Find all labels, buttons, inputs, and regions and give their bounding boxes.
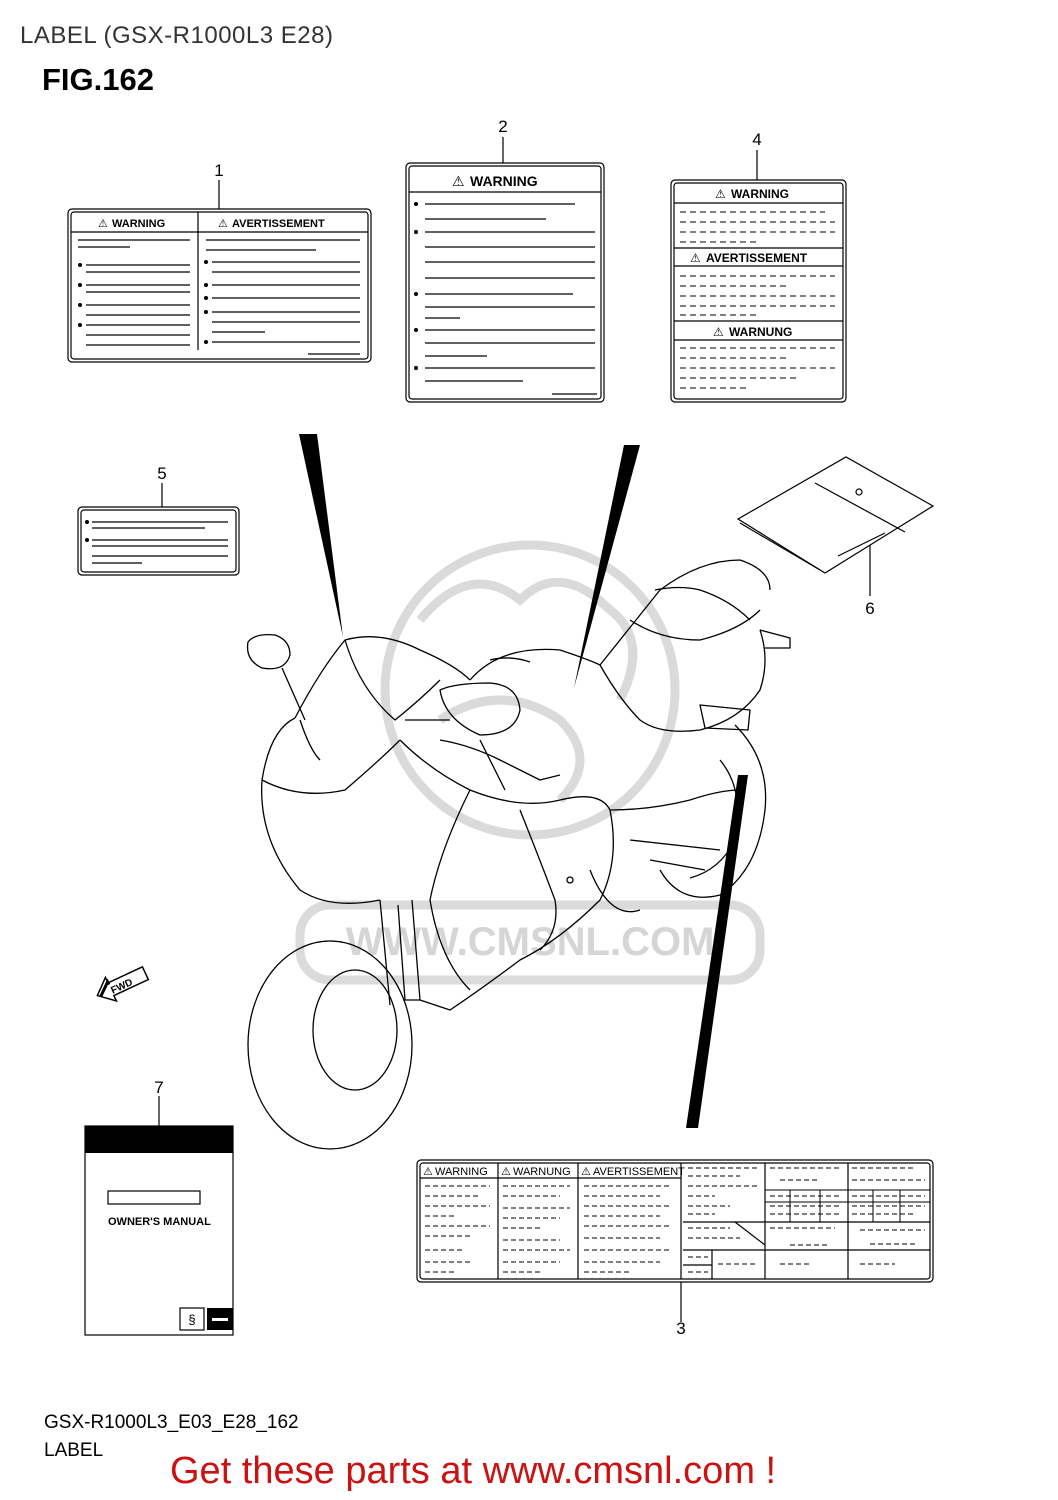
label-1[interactable] bbox=[67, 180, 372, 363]
callout-4[interactable]: 4 bbox=[752, 130, 761, 149]
label-3-warning-heading: WARNING bbox=[435, 1166, 488, 1178]
label-4-warning-icon: ⚠ bbox=[715, 187, 726, 201]
label-4-text-lines bbox=[680, 211, 835, 389]
label-2-warning-heading: WARNING bbox=[470, 173, 538, 189]
suzuki-logo-icon: § bbox=[188, 1312, 195, 1327]
label-3-grid bbox=[765, 1189, 930, 1222]
label-4-warnung-heading: WARNUNG bbox=[729, 325, 792, 339]
label-3[interactable] bbox=[416, 1159, 934, 1322]
label-4-warning-heading: WARNING bbox=[731, 187, 789, 201]
label-1-warning-heading: WARNING bbox=[112, 218, 165, 230]
promo-link[interactable]: Get these parts at www.cmsnl.com ! bbox=[170, 1450, 777, 1492]
footer-diagram-code: GSX-R1000L3_E03_E28_162 bbox=[44, 1412, 299, 1433]
motorcycle-outline bbox=[246, 559, 791, 1150]
label-4-avertissement-heading: AVERTISSEMENT bbox=[706, 251, 808, 265]
label-5-dots bbox=[85, 520, 89, 542]
page-title: LABEL (GSX-R1000L3 E28) bbox=[20, 22, 334, 49]
callout-2[interactable]: 2 bbox=[498, 117, 507, 136]
label-3-avertissement-icon: ⚠ bbox=[581, 1166, 591, 1178]
label-3-avertissement-heading: AVERTISSEMENT bbox=[593, 1166, 685, 1178]
label-6[interactable] bbox=[736, 456, 935, 596]
label-3-text-lines bbox=[425, 1167, 925, 1273]
callout-3[interactable]: 3 bbox=[676, 1319, 685, 1338]
label-3-warnung-icon: ⚠ bbox=[501, 1166, 511, 1178]
label-3-warning-icon: ⚠ bbox=[423, 1166, 433, 1178]
label-1-dots bbox=[78, 260, 208, 344]
fwd-arrow-icon bbox=[96, 965, 150, 1003]
label-2[interactable] bbox=[405, 137, 605, 403]
label-5[interactable] bbox=[77, 483, 240, 576]
figure-number: FIG.162 bbox=[42, 62, 154, 97]
callout-6[interactable]: 6 bbox=[865, 599, 874, 618]
label-2-warning-icon: ⚠ bbox=[452, 173, 465, 189]
label-2-dots bbox=[414, 202, 418, 370]
footer-diagram-name: LABEL bbox=[44, 1440, 104, 1461]
owners-manual-title: OWNER'S MANUAL bbox=[108, 1216, 211, 1228]
label-1-avertissement-icon: ⚠ bbox=[218, 218, 228, 230]
watermark-url: WWW.CMSNL.COM bbox=[346, 920, 715, 964]
owners-manual-header-band bbox=[85, 1126, 233, 1153]
callout-5[interactable]: 5 bbox=[157, 464, 166, 483]
callout-1[interactable]: 1 bbox=[214, 161, 223, 180]
label-3-warnung-heading: WARNUNG bbox=[513, 1166, 571, 1178]
callout-7[interactable]: 7 bbox=[154, 1078, 163, 1097]
label-4[interactable] bbox=[670, 150, 847, 403]
label-1-warning-icon: ⚠ bbox=[98, 218, 108, 230]
owners-manual-logo-dash bbox=[212, 1318, 228, 1321]
label-4-avertissement-icon: ⚠ bbox=[690, 251, 701, 265]
pointer-wedges bbox=[299, 434, 748, 1128]
watermark-logo bbox=[295, 540, 765, 985]
label-1-avertissement-heading: AVERTISSEMENT bbox=[232, 218, 325, 230]
label-4-warnung-icon: ⚠ bbox=[713, 325, 724, 339]
